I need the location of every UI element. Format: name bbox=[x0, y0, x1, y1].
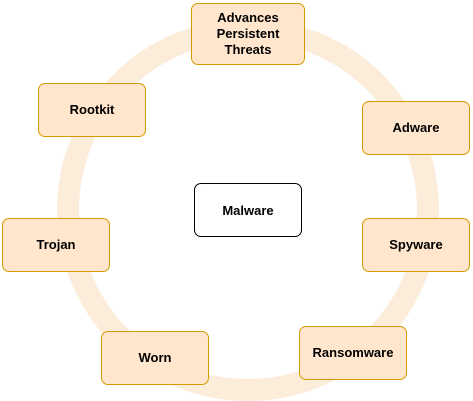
node-trojan: Trojan bbox=[2, 218, 110, 272]
center-node-malware: Malware bbox=[194, 183, 302, 237]
node-advanced-persistent-threats: Advances Persistent Threats bbox=[191, 3, 305, 65]
node-ransomware: Ransomware bbox=[299, 326, 407, 380]
node-spyware: Spyware bbox=[362, 218, 470, 272]
node-worn: Worn bbox=[101, 331, 209, 385]
node-rootkit: Rootkit bbox=[38, 83, 146, 137]
node-adware: Adware bbox=[362, 101, 470, 155]
